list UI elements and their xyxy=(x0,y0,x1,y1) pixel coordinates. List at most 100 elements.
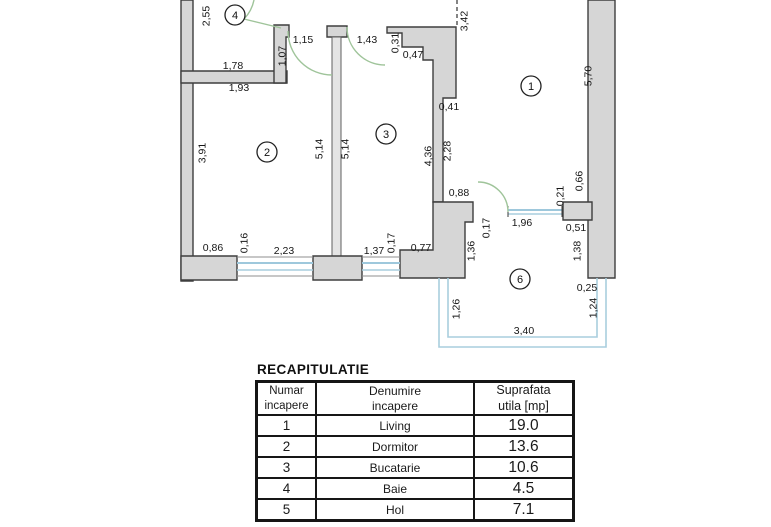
door-arc-balcony xyxy=(477,181,509,213)
door-arc-room3 xyxy=(346,26,386,66)
recap-section: RECAPITULATIE Numar incapere Denumire in… xyxy=(255,362,575,523)
wall-right-exterior xyxy=(587,0,616,279)
wall-bathroom-right xyxy=(273,24,290,84)
header-line: Denumire xyxy=(368,383,422,398)
cell-room-name: Dormitor xyxy=(315,435,475,459)
cell-room-area: 10.6 xyxy=(473,456,575,480)
cell-room-name: Hol xyxy=(315,498,475,522)
room-badge-living: 1 xyxy=(520,75,542,97)
wall-bottom-left-block xyxy=(180,255,238,281)
header-line: Numar xyxy=(269,385,304,398)
room-circle xyxy=(520,75,542,97)
cell-room-name: Baie xyxy=(315,477,475,501)
dimension-label: 1,07 xyxy=(277,46,289,67)
dimension-label: 1,38 xyxy=(572,241,584,262)
room-badge-baie: 4 xyxy=(224,4,246,26)
wall-divider-cap xyxy=(326,25,348,38)
dimension-label: 0,21 xyxy=(555,186,567,207)
header-line: incapere xyxy=(264,399,309,412)
dimension-label: 0,17 xyxy=(481,218,493,239)
dimension-label: 2,55 xyxy=(201,6,213,27)
recap-table-head: Numar incapere Denumire incapere Suprafa… xyxy=(255,380,575,417)
dimension-label: 3,91 xyxy=(197,143,209,164)
dimension-label: 5,14 xyxy=(314,139,326,160)
dimension-label: 1,15 xyxy=(293,34,314,46)
cell-room-number: 2 xyxy=(255,435,317,459)
dimension-label: 3,40 xyxy=(514,325,535,337)
door-arc-room2 xyxy=(287,30,333,76)
col-header-numar-incapere: Numar incapere xyxy=(255,380,317,417)
dimension-label: 0,51 xyxy=(566,222,587,234)
col-header-suprafata-utila: Suprafata utila [mp] xyxy=(473,380,575,417)
dimension-label: 1,24 xyxy=(588,298,600,319)
room-number: 2 xyxy=(264,147,270,159)
wall-living-balcony-step xyxy=(562,201,593,221)
room-number: 3 xyxy=(383,129,389,141)
dimension-label: 2,28 xyxy=(442,141,454,162)
dimension-label: 0,88 xyxy=(449,187,470,199)
table-row: 2 Dormitor 13.6 xyxy=(255,435,575,459)
cell-room-name: Bucatarie xyxy=(315,456,475,480)
room-badge-bucatarie: 3 xyxy=(375,123,397,145)
dimension-label: 1,37 xyxy=(364,245,385,257)
dimension-label: 1,93 xyxy=(229,82,250,94)
dimension-label: 5,14 xyxy=(340,139,352,160)
dimension-label: 0,47 xyxy=(403,49,424,61)
cell-room-number: 5 xyxy=(255,498,317,522)
cell-room-name: Living xyxy=(315,414,475,438)
dimension-label: 0,86 xyxy=(203,242,224,254)
table-row: 3 Bucatarie 10.6 xyxy=(255,456,575,480)
table-row: 5 Hol 7.1 xyxy=(255,498,575,522)
header-line: incapere xyxy=(371,398,419,413)
table-row: 1 Living 19.0 xyxy=(255,414,575,438)
room-number: 4 xyxy=(232,10,238,22)
dimension-label: 2,23 xyxy=(274,245,295,257)
cell-room-number: 3 xyxy=(255,456,317,480)
dimension-label: 0,25 xyxy=(577,282,598,294)
dimension-label: 1,43 xyxy=(357,34,378,46)
balcony-glazing-inner xyxy=(447,278,598,338)
col-header-denumire-incapere: Denumire incapere xyxy=(315,380,475,417)
balcony-glazing-outer xyxy=(438,278,607,348)
dimension-label: 0,41 xyxy=(439,101,460,113)
cell-room-area: 13.6 xyxy=(473,435,575,459)
cell-room-number: 1 xyxy=(255,414,317,438)
cell-room-area: 7.1 xyxy=(473,498,575,522)
entrance-door-leaf xyxy=(243,18,282,29)
room-circle xyxy=(224,4,246,26)
header-row: Numar incapere Denumire incapere Suprafa… xyxy=(255,380,575,417)
room-circle xyxy=(509,268,531,290)
room-badge-dormitor: 2 xyxy=(256,141,278,163)
wall-hall-living-stepped xyxy=(386,26,457,203)
dimension-label: 1,26 xyxy=(451,299,463,320)
dimension-label: 1,78 xyxy=(223,60,244,72)
dimension-label: 1,96 xyxy=(512,217,533,229)
cell-room-number: 4 xyxy=(255,477,317,501)
dimension-label: 4,36 xyxy=(423,146,435,167)
cell-room-area: 19.0 xyxy=(473,414,575,438)
dimension-label: 0,31 xyxy=(390,33,402,54)
dimension-label: 0,16 xyxy=(239,233,251,254)
wall-bathroom-bottom xyxy=(180,70,288,84)
room-circle xyxy=(375,123,397,145)
wall-left-exterior xyxy=(180,0,194,282)
table-row: 4 Baie 4.5 xyxy=(255,477,575,501)
dimension-label: 0,77 xyxy=(411,242,432,254)
floor-plan: 1 2 3 4 6 2,55 1,15 1,43 0,31 0,47 3,42 … xyxy=(180,0,616,348)
dimension-label: 1,36 xyxy=(466,241,478,262)
dimension-label: 3,42 xyxy=(459,11,471,32)
cell-room-area: 4.5 xyxy=(473,477,575,501)
wall-bottom-middle-block xyxy=(312,255,363,281)
dimension-label: 0,66 xyxy=(574,171,586,192)
recap-title: RECAPITULATIE xyxy=(257,362,370,377)
dimension-label: 0,17 xyxy=(386,233,398,254)
header-line: Suprafata xyxy=(496,383,551,397)
dimension-label: 5,70 xyxy=(583,66,595,87)
wall-kitchen-balcony-block xyxy=(399,201,474,279)
room-badge-balcon: 6 xyxy=(509,268,531,290)
room-circle xyxy=(256,141,278,163)
header-line: utila [mp] xyxy=(498,398,549,413)
room-number: 6 xyxy=(517,274,523,286)
recap-table-body: 1 Living 19.0 2 Dormitor 13.6 3 Bucatari… xyxy=(255,414,575,522)
